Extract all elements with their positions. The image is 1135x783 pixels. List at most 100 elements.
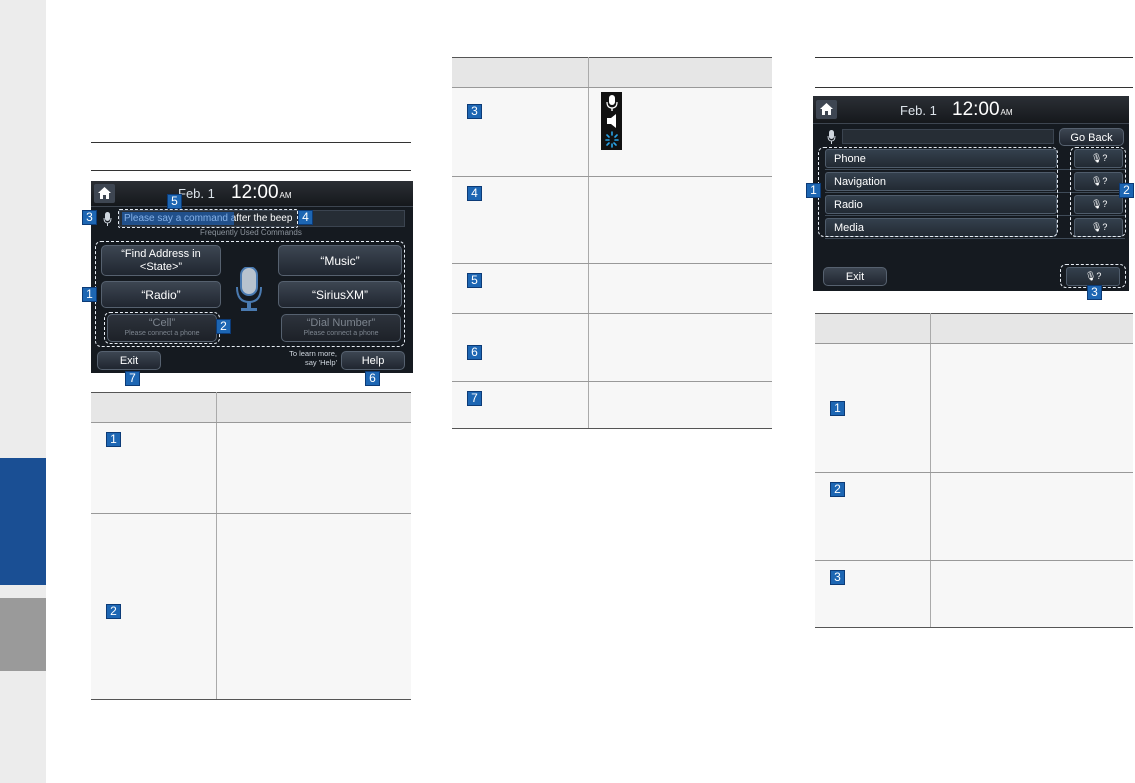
row-badge-1: 1 xyxy=(106,432,121,447)
find-address-command[interactable]: “Find Address in<State>” xyxy=(101,245,221,276)
siriusxm-command[interactable]: “SiriusXM” xyxy=(278,281,402,308)
help-items-outline xyxy=(818,147,1058,237)
cell-command-outline xyxy=(104,312,220,344)
help-button[interactable]: Help xyxy=(341,351,405,370)
table-row: 1 xyxy=(91,422,411,514)
table-cell-desc xyxy=(216,513,411,700)
learn-more-hint: To learn more,say 'Help' xyxy=(277,349,337,367)
help-item-media[interactable]: Media xyxy=(825,218,1057,237)
home-button[interactable] xyxy=(816,100,837,119)
navigation-help-button[interactable]: 🎙? xyxy=(1074,172,1123,191)
callout-3: 3 xyxy=(82,210,97,225)
mic-listening-icon xyxy=(605,95,618,111)
callout-7: 7 xyxy=(125,371,140,386)
row-badge-4: 4 xyxy=(467,186,482,201)
dial-number-command[interactable]: “Dial Number”Please connect a phone xyxy=(281,314,401,342)
frequent-commands-label: Frequently Used Commands xyxy=(200,228,302,237)
screen-ampm: AM xyxy=(1000,108,1013,117)
table-cell-desc xyxy=(588,176,772,264)
mic-status-icon xyxy=(827,130,836,149)
callout-3: 3 xyxy=(1087,285,1102,300)
radio-help-button[interactable]: 🎙? xyxy=(1074,195,1123,214)
prompt-bar xyxy=(842,129,1054,144)
table-cell-key: 4 xyxy=(452,176,589,264)
callout-2: 2 xyxy=(1119,183,1134,198)
table-row: 5 xyxy=(452,263,772,314)
table-row: 2 xyxy=(815,472,1133,561)
find-address-line1: “Find Address in xyxy=(121,248,201,260)
left-heading-rule-bottom xyxy=(91,170,411,171)
table-cell-key: 5 xyxy=(452,263,589,314)
list-divider xyxy=(825,238,1125,239)
dial-label: “Dial Number” xyxy=(306,317,376,329)
table-cell-desc xyxy=(588,313,772,382)
help-item-radio[interactable]: Radio xyxy=(825,195,1057,214)
middle-legend-table: 3 4 5 6 7 xyxy=(452,57,772,429)
row-badge-2: 2 xyxy=(106,603,121,619)
learn-more-line1: To learn more, xyxy=(289,349,337,358)
chapter-tab-inactive[interactable] xyxy=(0,598,46,671)
table-header-cell xyxy=(216,392,411,423)
mic-help-icon: 🎙? xyxy=(1091,176,1108,186)
callout-1: 1 xyxy=(806,183,821,198)
table-row: 7 xyxy=(452,381,772,429)
table-cell-key: 2 xyxy=(91,513,217,700)
table-header-cell xyxy=(91,392,217,423)
screen-date: Feb. 1 xyxy=(178,186,215,201)
table-cell-desc xyxy=(588,87,772,177)
music-command[interactable]: “Music” xyxy=(278,245,402,276)
table-row: 2 xyxy=(91,513,411,700)
left-heading-rule-top xyxy=(91,142,411,143)
table-header-cell xyxy=(930,313,1133,344)
list-divider xyxy=(825,192,1125,193)
screen-date: Feb. 1 xyxy=(900,103,937,118)
table-header-row xyxy=(91,392,411,423)
table-cell-desc xyxy=(588,381,772,429)
help-item-navigation[interactable]: Navigation xyxy=(825,172,1057,191)
help-screen: Feb. 1 12:00AM Go Back Phone Navigation … xyxy=(813,96,1129,291)
left-legend-table: 1 2 xyxy=(91,392,411,700)
row-badge-1: 1 xyxy=(830,400,845,416)
voice-command-screen: Feb. 1 12:00AM Please say a command afte… xyxy=(91,181,413,373)
exit-button[interactable]: Exit xyxy=(823,267,887,286)
mic-status-icon xyxy=(103,212,112,231)
row-badge-7: 7 xyxy=(467,391,482,406)
callout-1: 1 xyxy=(82,287,97,302)
row-badge-2: 2 xyxy=(830,482,845,497)
screen-time-value: 12:00 xyxy=(952,99,1000,120)
mic-help-icon: 🎙? xyxy=(1091,199,1108,209)
table-row: 3 xyxy=(815,560,1133,628)
table-cell-key: 1 xyxy=(91,422,217,514)
row-badge-3: 3 xyxy=(830,570,845,585)
prompt-highlight xyxy=(122,212,234,225)
find-address-line2: <State>” xyxy=(139,261,183,273)
table-cell-key: 2 xyxy=(815,472,931,561)
home-button[interactable] xyxy=(94,184,115,203)
dial-sub: Please connect a phone xyxy=(303,330,379,337)
table-header-cell xyxy=(815,313,931,344)
home-icon xyxy=(98,187,111,199)
go-back-button[interactable]: Go Back xyxy=(1059,128,1124,146)
callout-6: 6 xyxy=(365,371,380,386)
item-help-buttons-outline xyxy=(1070,147,1126,237)
table-cell-desc xyxy=(930,343,1133,473)
row-badge-6: 6 xyxy=(467,344,482,360)
help-item-phone[interactable]: Phone xyxy=(825,149,1057,168)
phone-help-button[interactable]: 🎙? xyxy=(1074,149,1123,168)
table-header-row xyxy=(452,57,772,88)
screen-time: 12:00AM xyxy=(231,182,292,204)
cell-command[interactable]: “Cell”Please connect a phone xyxy=(107,314,217,342)
radio-command[interactable]: “Radio” xyxy=(101,281,221,308)
right-heading-rule-top xyxy=(815,57,1133,58)
exit-button[interactable]: Exit xyxy=(97,351,161,370)
learn-more-line2: say 'Help' xyxy=(304,358,337,367)
cell-label: “Cell” xyxy=(148,317,176,329)
table-row: 4 xyxy=(452,176,772,264)
mic-help-icon: 🎙? xyxy=(1091,222,1108,232)
chapter-tab-active[interactable] xyxy=(0,458,46,585)
right-heading-rule-bottom xyxy=(815,87,1133,88)
table-header-cell xyxy=(452,57,589,88)
table-row: 6 xyxy=(452,313,772,382)
table-cell-key: 3 xyxy=(452,87,589,177)
list-divider xyxy=(825,215,1125,216)
